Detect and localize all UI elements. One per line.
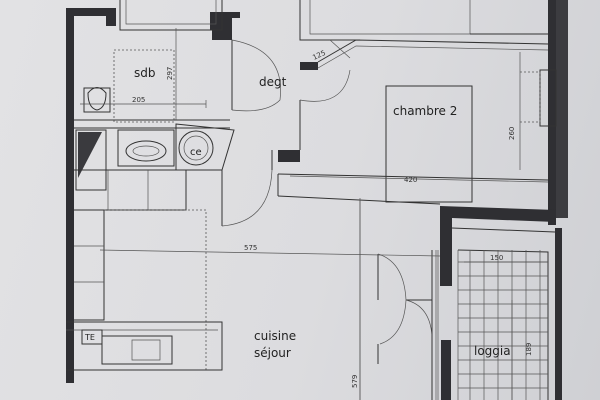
basin-icon [117,129,175,167]
dimension-420: 420 [404,176,417,184]
wall-top-bath [210,12,240,40]
bedroom [277,0,557,400]
dimension-260: 260 [508,127,516,140]
dimension-575: 575 [244,244,257,252]
wall-left [66,8,74,383]
dimension-579: 579 [351,375,359,388]
dimension-297: 297 [166,67,174,80]
room-label-chambre2: chambre 2 [393,104,457,118]
loggia-tile-grid [458,250,548,400]
room-label-sdb: sdb [134,66,156,80]
window-unit [539,69,557,127]
dimension-lines [80,39,549,400]
bed-outline [385,85,473,203]
wall-right-upper [548,0,556,225]
room-label-te: TE [84,333,95,342]
kitchen-units [66,169,223,371]
room-label-cuisine: cuisine [254,329,296,343]
dimension-125: 125 [311,49,327,62]
wall-chambre-corner [300,62,318,70]
dimension-189: 189 [525,343,533,356]
room-label-degt: degt [259,75,287,89]
room-label-ce: ce [190,147,202,158]
wall-loggia-right [555,228,562,400]
walls [66,0,568,400]
wall-loggia-left-lower [441,340,451,400]
wall-pillar [278,150,300,162]
doors [221,39,433,364]
wall-chambre-bottom [440,206,556,254]
room-label-loggia: loggia [474,344,511,358]
toilet-icon [83,87,111,113]
shower-tray [75,129,107,191]
room-label-sejour: séjour [254,346,291,360]
wall-loggia-left [440,254,452,286]
wall-right-frame [556,0,568,218]
dimension-205: 205 [132,96,145,104]
dimension-150: 150 [490,254,503,262]
loggia [431,227,556,400]
te-box [81,329,103,345]
wall-top-left [66,8,116,26]
water-heater-icon [175,123,235,171]
